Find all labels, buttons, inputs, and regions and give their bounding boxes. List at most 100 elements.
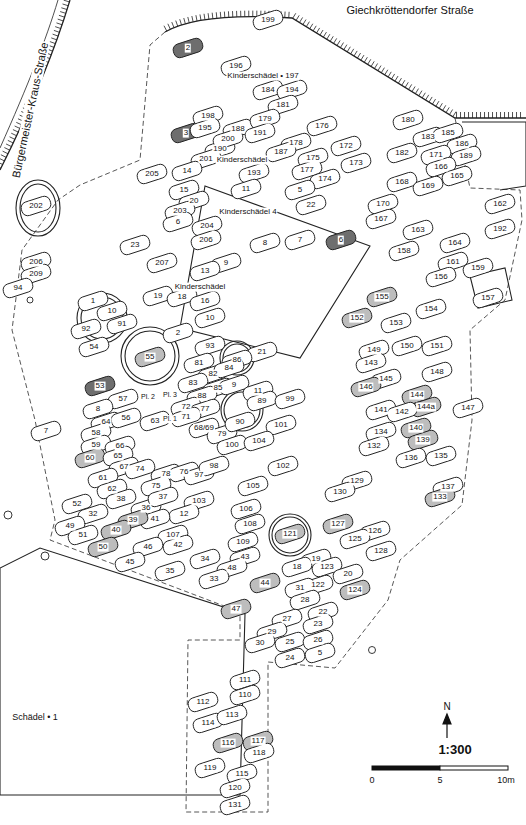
hatch-stroke bbox=[492, 112, 493, 118]
grave-outline bbox=[284, 229, 317, 252]
post-hole bbox=[27, 297, 33, 303]
grave-number: 103 bbox=[191, 497, 206, 506]
grave-outline bbox=[322, 513, 355, 536]
hatch-stroke bbox=[504, 112, 505, 118]
grave-number: 201 bbox=[198, 155, 213, 164]
grave-number: 189 bbox=[458, 152, 473, 161]
grave-number: 34 bbox=[200, 555, 211, 564]
grave-outline bbox=[154, 560, 187, 583]
ring-ditch bbox=[272, 517, 308, 553]
grave-number: 134 bbox=[373, 428, 388, 437]
grave-number: 154 bbox=[423, 305, 438, 314]
grave-number: 38 bbox=[116, 495, 127, 504]
grave-number: 20 bbox=[343, 570, 354, 579]
grave-outline bbox=[243, 430, 276, 453]
hatch-stroke bbox=[0, 162, 3, 165]
grave-outline bbox=[136, 163, 169, 186]
grave-number: 125 bbox=[347, 535, 362, 544]
grave-outline bbox=[355, 352, 388, 375]
hatch-stroke bbox=[299, 17, 302, 22]
grave-number: 177 bbox=[299, 166, 314, 175]
hatch-stroke bbox=[347, 47, 350, 52]
grave-outline bbox=[462, 257, 495, 280]
grave-number: 192 bbox=[492, 225, 507, 234]
grave-number: 146 bbox=[358, 383, 373, 392]
grave-number: 111 bbox=[238, 676, 252, 685]
hatch-stroke bbox=[415, 89, 418, 94]
grave-outline bbox=[421, 361, 454, 384]
grave-number: 20 bbox=[189, 197, 200, 206]
grave-number: 171 bbox=[428, 151, 443, 160]
grave-number: 193 bbox=[246, 169, 261, 178]
map-label: Kinderschädel bbox=[174, 283, 227, 292]
hatch-stroke bbox=[293, 13, 296, 18]
hatch-stroke bbox=[11, 133, 16, 136]
grave-number: 23 bbox=[313, 620, 324, 629]
grave-number: 62 bbox=[107, 485, 118, 494]
hatch-stroke bbox=[232, 11, 233, 17]
grave-outline bbox=[194, 307, 227, 330]
grave-number: 12 bbox=[179, 510, 190, 519]
grave-number: 113 bbox=[225, 711, 240, 720]
scale-segment bbox=[372, 766, 440, 770]
grave-number: 126 bbox=[367, 527, 382, 536]
hatch-stroke bbox=[439, 103, 442, 108]
grave-number: 9 bbox=[231, 381, 237, 390]
hatch-stroke bbox=[284, 12, 285, 18]
grave-number: 130 bbox=[332, 488, 347, 497]
grave-outline bbox=[220, 598, 253, 621]
post-hole bbox=[369, 647, 376, 654]
grave-number: 127 bbox=[330, 520, 345, 529]
hatch-stroke bbox=[288, 12, 289, 18]
grave-outline bbox=[244, 122, 277, 145]
grave-number: 51 bbox=[78, 531, 89, 540]
hatch-stroke bbox=[409, 84, 412, 89]
hatch-stroke bbox=[364, 57, 367, 62]
building-outline bbox=[0, 548, 245, 795]
grave-number: 18 bbox=[177, 293, 188, 302]
hatch-stroke bbox=[476, 112, 477, 118]
grave-number: 105 bbox=[245, 482, 260, 491]
grave-number: 10 bbox=[205, 314, 216, 323]
grave-number: 167 bbox=[373, 215, 388, 224]
ring-ditch bbox=[269, 514, 311, 556]
grave-number: 168 bbox=[394, 178, 409, 187]
grave-number: 36 bbox=[141, 504, 152, 513]
grave-number: 66 bbox=[115, 442, 126, 451]
grave-number: 102 bbox=[275, 462, 290, 471]
ring-ditches bbox=[16, 180, 311, 556]
grave-outline bbox=[84, 375, 117, 398]
hatch-stroke bbox=[443, 105, 446, 110]
grave-number: 67 bbox=[119, 463, 130, 472]
grave-number: 8 bbox=[95, 405, 101, 414]
grave-number: 39 bbox=[128, 516, 139, 525]
grave-outline bbox=[421, 335, 454, 358]
grave-number: 19 bbox=[153, 292, 164, 301]
grave-outline bbox=[224, 411, 257, 434]
grave-number: 183 bbox=[420, 133, 435, 142]
grave-number: 106 bbox=[238, 505, 253, 514]
hatch-stroke bbox=[196, 15, 197, 21]
grave-number: 18 bbox=[292, 563, 303, 572]
grave-number: 46 bbox=[143, 543, 154, 552]
grave-number: 74 bbox=[135, 465, 146, 474]
map-label: Kinderschädel • 197 bbox=[226, 72, 299, 81]
grave-number: 16 bbox=[200, 297, 211, 306]
grave-outline bbox=[249, 572, 282, 595]
grave-number: 88 bbox=[197, 392, 208, 401]
grave-number: 165 bbox=[449, 172, 464, 181]
grave-outline bbox=[452, 397, 485, 420]
grave-number: 199 bbox=[260, 16, 275, 25]
post-hole bbox=[4, 511, 12, 519]
grave-number: 184 bbox=[260, 86, 275, 95]
grave-number: 161 bbox=[445, 258, 460, 267]
hatch-stroke bbox=[53, 34, 59, 36]
hatch-stroke bbox=[240, 11, 241, 17]
hatch-stroke bbox=[464, 112, 465, 118]
grave-number: 8 bbox=[262, 239, 268, 248]
grave-number: 101 bbox=[273, 421, 288, 430]
grave-number: 144a bbox=[416, 403, 436, 412]
hatch-stroke bbox=[0, 165, 1, 168]
map-label: Giechkröttendorfer Straße bbox=[345, 4, 474, 16]
grave-outline bbox=[134, 346, 167, 369]
